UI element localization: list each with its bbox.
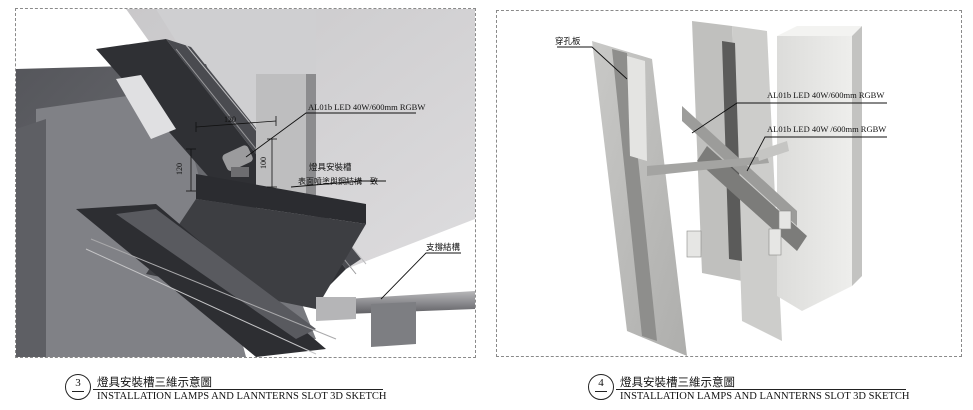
- dimension-lines: [186, 116, 277, 192]
- callout-support: 支撐結構: [426, 242, 461, 252]
- leader-lines: [245, 112, 461, 300]
- sketch-4-title: 4 燈具安裝槽三維示意圖 INSTALLATION LAMPS AND LANN…: [588, 374, 910, 408]
- callout-slot-note: 表面噴塗與鋼結構一致: [298, 176, 378, 186]
- dim-width-label: 120: [224, 115, 236, 124]
- title-en: INSTALLATION LAMPS AND LANNTERNS SLOT 3D…: [97, 391, 387, 402]
- callout-led: AL01b LED 40W/600mm RGBW: [308, 102, 425, 112]
- callout-perforated-panel: 穿孔板: [555, 36, 581, 46]
- sketch-3-title: 3 燈具安裝槽三維示意圖 INSTALLATION LAMPS AND LANN…: [65, 374, 387, 408]
- title-number-circle: [65, 374, 91, 400]
- steel-beam-lower: [76, 204, 326, 357]
- callout-led-2: AL01b LED 40W /600mm RGBW: [767, 124, 886, 134]
- leader-lines-right: [557, 46, 887, 172]
- title-en: INSTALLATION LAMPS AND LANNTERNS SLOT 3D…: [620, 391, 910, 402]
- callout-led-1: AL01b LED 40W/600mm RGBW: [767, 90, 884, 100]
- led-fixture: [222, 145, 253, 177]
- sketch-4-frame: 穿孔板 AL01b LED 40W/600mm RGBW AL01b LED 4…: [496, 10, 962, 357]
- sketch-3-frame: 120 120 100 AL01b LED 40W/600mm RGBW 燈具安…: [15, 8, 476, 358]
- dim-height-left-label: 120: [175, 163, 184, 175]
- lamp-slot-beam: [196, 174, 366, 224]
- support-arm: [647, 156, 769, 176]
- title-number-circle: [588, 374, 614, 400]
- box-column: [777, 36, 852, 311]
- title-number: 4: [598, 377, 604, 389]
- callout-slot-title: 燈具安裝槽: [309, 162, 352, 172]
- title-zh: 燈具安裝槽三維示意圖: [97, 377, 212, 389]
- sketch-3-drawing: 120 120 100 AL01b LED 40W/600mm RGBW 燈具安…: [16, 9, 475, 357]
- sketch-4-drawing: 穿孔板 AL01b LED 40W/600mm RGBW AL01b LED 4…: [555, 21, 887, 356]
- title-number: 3: [75, 377, 81, 389]
- title-zh: 燈具安裝槽三維示意圖: [620, 377, 735, 389]
- dim-height-right-label: 100: [259, 157, 268, 169]
